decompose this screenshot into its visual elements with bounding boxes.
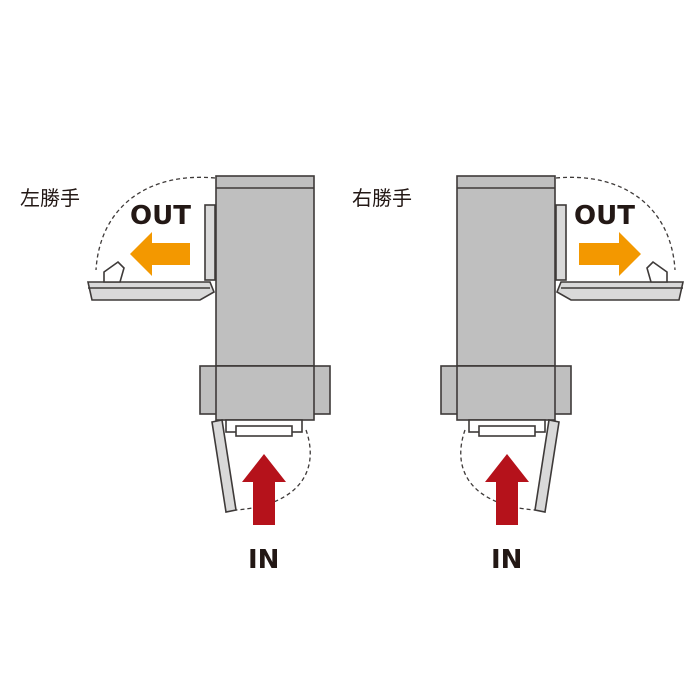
left-hand-unit: 左勝手 OUT IN [20,175,331,575]
left-hand-label: 左勝手 [20,186,80,210]
right-out-label: OUT [574,201,635,231]
left-out-arrow [130,232,190,276]
left-in-label: IN [248,545,279,575]
left-out-flap [87,204,216,301]
right-out-swing-arc [555,176,676,271]
right-out-flap [555,204,684,301]
left-out-label: OUT [130,201,191,231]
left-main-body [215,175,315,367]
right-in-flap [534,419,560,513]
left-in-arrow [242,454,286,525]
right-main-body [456,175,556,367]
right-hand-unit: 右勝手 OUT IN [352,175,684,575]
right-out-arrow [579,232,641,276]
left-in-flap [211,419,237,513]
right-hand-label: 右勝手 [352,186,412,210]
left-out-swing-arc [95,176,216,271]
right-in-arrow [485,454,529,525]
right-in-label: IN [491,545,522,575]
